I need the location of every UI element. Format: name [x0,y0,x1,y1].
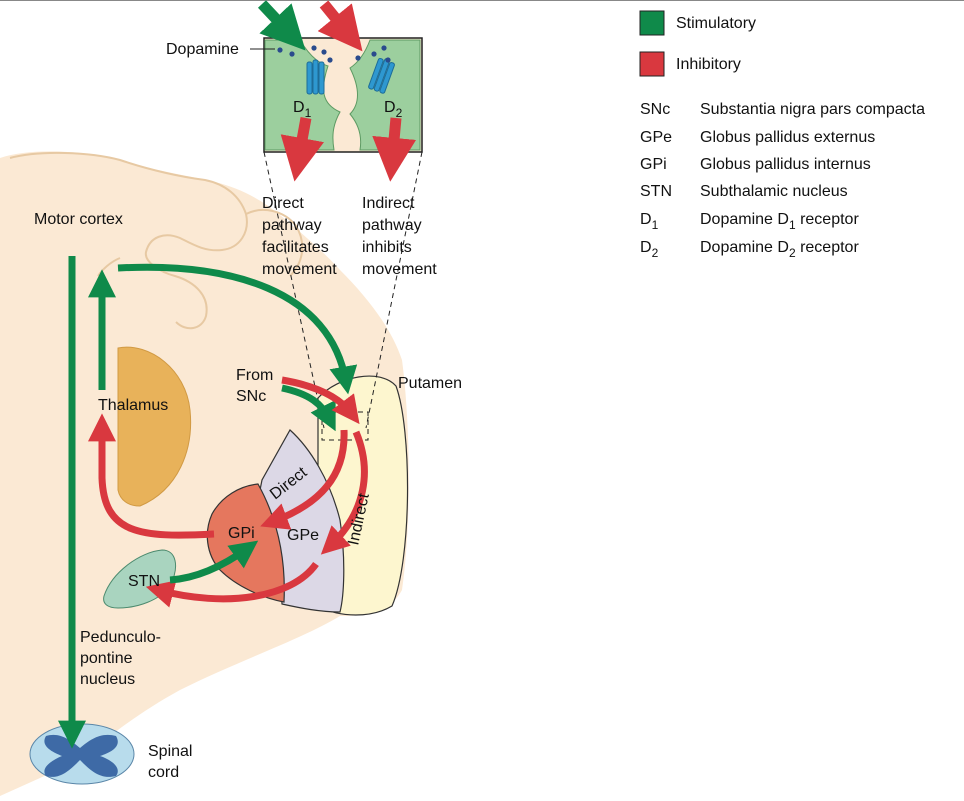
dopamine-label: Dopamine [166,41,239,58]
gpi-thalamus-arrow [88,413,215,539]
from-snc-label: From SNc [236,367,278,405]
abbr-stn: STN [640,183,672,200]
def-stn: Subthalamic nucleus [700,183,848,200]
indirect-pathway-caption: Indirect pathway inhibits movement [362,195,437,278]
gpe-label: GPe [287,527,319,544]
snc-stim-arrow-top [257,0,306,51]
d1-receptor-icon [306,59,325,95]
abbr-d1: D1 [640,211,659,232]
gpi-label: GPi [228,525,255,542]
indirect-pathway-arrow [320,430,368,555]
abbr-snc: SNc [640,101,670,118]
abbr-gpi: GPi [640,156,667,173]
d1-label: D1 [293,99,312,120]
def-d2: Dopamine D2 receptor [700,239,859,260]
pathway-arrows [58,256,368,749]
spinal-cord-label: Spinal cord [148,743,197,781]
d2-receptor-icon [368,57,395,94]
legend-stimulatory-label: Stimulatory [676,15,756,32]
legend-inhibitory-label: Inhibitory [676,56,741,73]
spinal-cord [29,723,135,785]
def-d1: Dopamine D1 receptor [700,211,859,232]
snc-stim-arrow [281,384,336,432]
corticostriatal-arrow [117,263,358,395]
stn-label: STN [128,573,160,590]
snc-inhib-arrow-top [317,0,363,52]
pedunculopontine-label: Pedunculo- pontine nucleus [80,629,165,688]
thalamus [117,346,192,507]
indirect-output-arrow [372,117,417,182]
snc-inhib-arrow [281,376,360,425]
inhibitory-swatch [639,51,665,77]
gpe-stn-arrow [145,561,319,608]
direct-pathway-caption: Direct pathway facilitates movement [262,195,337,278]
direct-pathway-arrow [260,429,348,530]
d2-label: D2 [384,99,403,120]
def-gpi: Globus pallidus internus [700,156,871,173]
direct-output-arrow [280,117,324,182]
motor-cortex-label: Motor cortex [34,211,123,228]
abbr-d2: D2 [640,239,659,260]
stimulatory-swatch [639,10,665,36]
thalamus-label: Thalamus [98,397,168,414]
legend: Stimulatory Inhibitory SNc Substantia ni… [639,10,925,260]
abbr-gpe: GPe [640,129,672,146]
stn-gpi-arrow [169,540,259,584]
def-snc: Substantia nigra pars compacta [700,101,925,118]
putamen-label: Putamen [398,375,462,392]
def-gpe: Globus pallidus externus [700,129,875,146]
